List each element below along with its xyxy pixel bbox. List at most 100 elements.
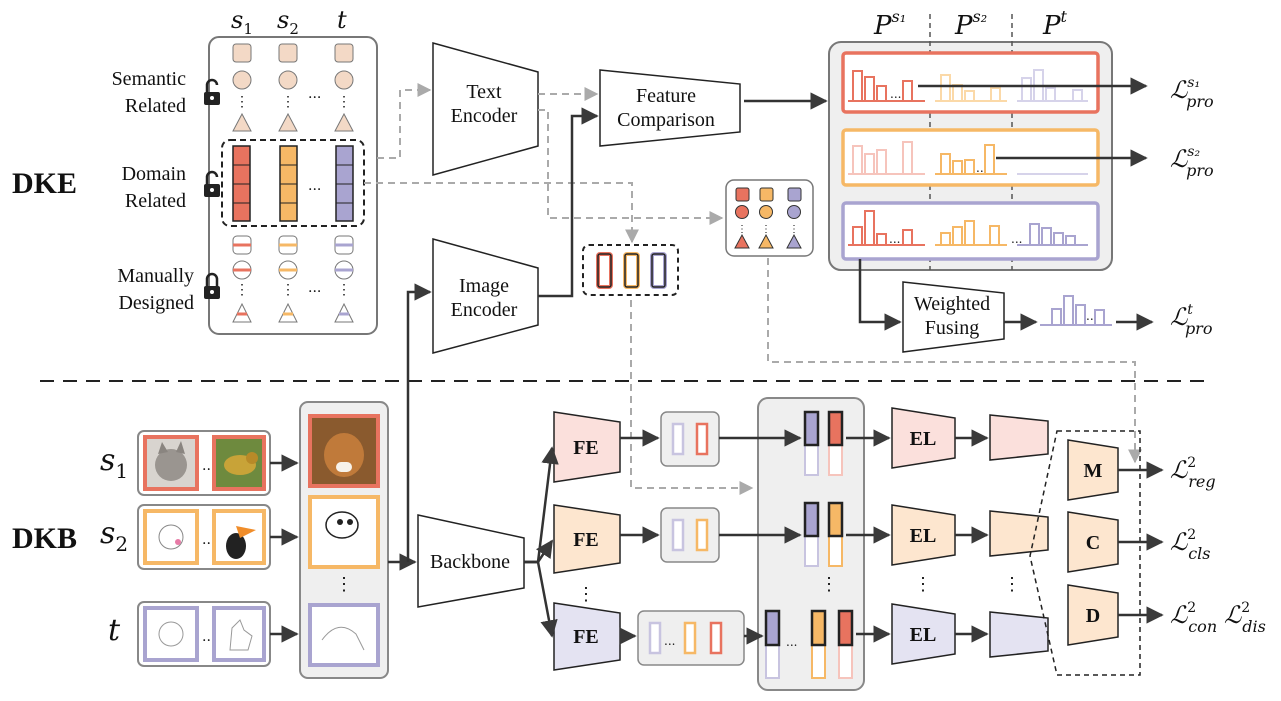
weighted-fusing	[902, 281, 1005, 353]
head-d-label: D	[1086, 605, 1100, 627]
svg-text:⋮: ⋮	[820, 574, 838, 595]
row-label-semantic-2: Related	[125, 95, 186, 117]
fe-label: FE	[573, 529, 599, 551]
embedding-layer-t	[891, 603, 956, 665]
histogram-t: ... ...	[848, 210, 1088, 246]
domain-s1-label: s1	[100, 443, 128, 483]
unlock-icon	[204, 78, 220, 105]
head-m-label: M	[1084, 460, 1103, 482]
svg-text:...: ...	[889, 232, 900, 246]
svg-text:⋮: ⋮	[281, 282, 295, 298]
feature-comparison-label-2: Comparison	[617, 109, 715, 131]
output-s1	[989, 414, 1049, 461]
image-feature-token	[623, 252, 640, 289]
dke-arrows	[364, 77, 1154, 495]
image-encoder-label: Image	[459, 275, 509, 297]
backbone-label: Backbone	[430, 551, 510, 573]
backbone	[417, 514, 525, 608]
fe-label: FE	[573, 626, 599, 648]
head-m	[1067, 439, 1119, 501]
heads-group	[1029, 430, 1141, 676]
sketch-cat	[143, 606, 199, 662]
feature-extractor-s2	[553, 504, 621, 574]
svg-text:...: ...	[308, 178, 321, 194]
row-label-domain: Domain	[122, 163, 186, 185]
svg-text:...: ...	[308, 280, 321, 296]
column-header-t: t	[337, 6, 347, 34]
row-label-domain-2: Related	[125, 190, 186, 212]
embedding-layer-s1	[891, 407, 956, 469]
svg-text:...: ...	[890, 87, 901, 101]
text-encoder-label-2: Encoder	[451, 105, 518, 127]
head-d	[1067, 584, 1119, 646]
token-group-s1	[803, 410, 844, 476]
lock-icon	[204, 272, 220, 299]
manual-tokens: ⋮ ⋮ ⋮ ...	[232, 235, 354, 323]
prob-row-s1	[841, 51, 1100, 114]
section-label-dkb: DKB	[12, 522, 77, 555]
domain-prompt-mini-tokens: ⋮ ⋮ ⋮	[734, 187, 802, 249]
domain-prompt-tokens: ...	[232, 145, 354, 222]
feature-comparison	[599, 69, 741, 147]
text-encoder	[432, 42, 539, 176]
svg-text:...: ...	[976, 161, 987, 175]
section-label-dke: DKE	[12, 167, 77, 200]
column-header-s2: s2	[277, 6, 299, 38]
image-encoder-label-2: Encoder	[451, 299, 518, 321]
svg-text:⋮: ⋮	[335, 574, 353, 595]
svg-text:...: ...	[308, 86, 321, 102]
svg-text:⋮: ⋮	[1003, 574, 1021, 595]
output-t	[989, 611, 1049, 658]
fused-histogram: ...	[1040, 295, 1112, 326]
svg-text:⋮: ⋮	[235, 282, 249, 298]
semantic-tokens: ⋮ ⋮ ⋮ ...	[232, 43, 354, 132]
image-encoder	[432, 238, 539, 354]
svg-text:⋮: ⋮	[235, 94, 249, 110]
row-label-manual-2: Designed	[118, 292, 194, 314]
svg-text:...: ...	[786, 635, 797, 649]
svg-text:⋮: ⋮	[737, 224, 747, 235]
weighted-fusing-label-2: Fusing	[925, 317, 979, 339]
head-c	[1067, 511, 1119, 573]
feature-extractor-t	[553, 602, 621, 671]
svg-text:⋮: ⋮	[761, 224, 771, 235]
prob-header-s1: Ps₁	[873, 7, 906, 41]
svg-text:⋮: ⋮	[281, 94, 295, 110]
row-label-semantic: Semantic	[112, 68, 187, 90]
svg-text:...: ...	[1086, 309, 1097, 323]
el-label: EL	[910, 428, 937, 450]
el-label: EL	[910, 525, 937, 547]
weighted-fusing-label: Weighted	[914, 293, 990, 315]
svg-text:⋮: ⋮	[914, 574, 932, 595]
unlock-icon	[204, 170, 220, 197]
sketch-hand	[212, 606, 266, 662]
svg-text:...: ...	[1011, 232, 1022, 246]
domain-t-label: t	[108, 613, 121, 648]
fe-label: FE	[573, 437, 599, 459]
token-box-s1	[660, 411, 720, 467]
image-feature-token	[650, 252, 667, 289]
svg-text:⋮: ⋮	[337, 94, 351, 110]
text-encoder-label: Text	[466, 81, 502, 103]
svg-text:⋮: ⋮	[789, 224, 799, 235]
prob-header-t: Pt	[1042, 7, 1068, 41]
dkb-arrows	[270, 283, 1164, 645]
token-box-s2	[660, 507, 720, 563]
token-group-s2	[803, 501, 844, 567]
head-c-label: C	[1086, 532, 1100, 554]
feature-comparison-label: Feature	[636, 85, 696, 107]
el-label: EL	[910, 624, 937, 646]
token-group-t: ...	[764, 609, 854, 679]
